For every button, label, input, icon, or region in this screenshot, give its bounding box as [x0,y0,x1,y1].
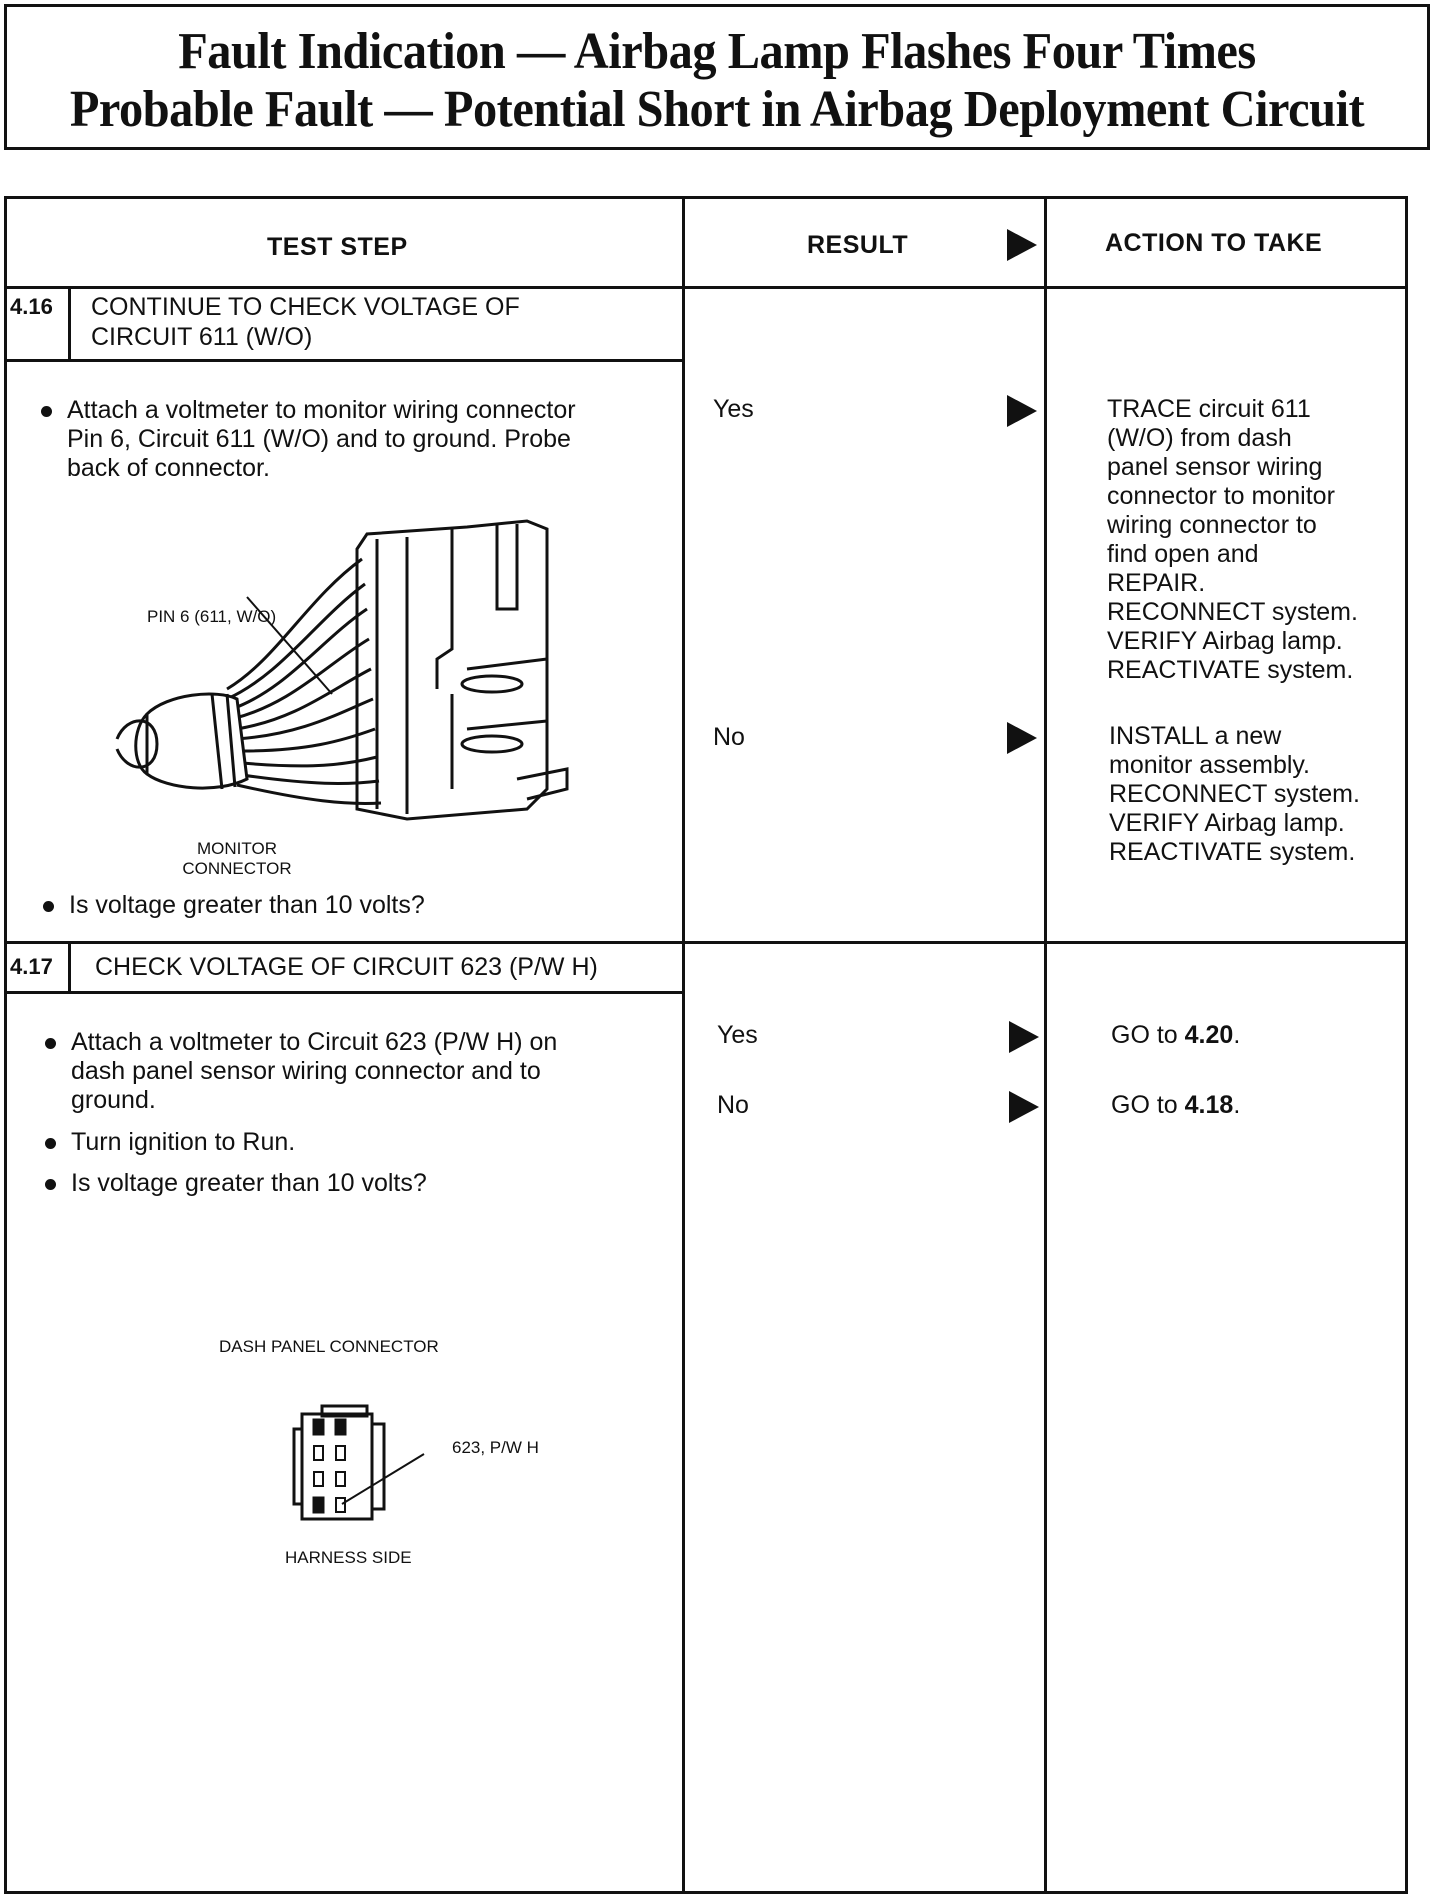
arrow-right-icon [1007,722,1037,754]
dash-panel-connector-title: DASH PANEL CONNECTOR [219,1337,439,1356]
arrow-right-icon [1007,395,1037,427]
step-title: CHECK VOLTAGE OF CIRCUIT 623 (P/W H) [95,953,598,981]
step-number: 4.17 [7,944,71,991]
step-4-16-action-no: INSTALL a new monitor assembly. RECONNEC… [1109,722,1360,866]
bullet-icon [45,1038,56,1049]
page-title-box: Fault Indication — Airbag Lamp Flashes F… [4,4,1430,150]
monitor-connector-caption: MONITOR CONNECTOR [182,839,292,878]
bullet-icon [45,1179,56,1190]
header-divider [7,286,1405,289]
diagnostic-table: TEST STEP RESULT ACTION TO TAKE 4.16 CON… [4,196,1408,1894]
step-4-16-bullet-1: Attach a voltmeter to monitor wiring con… [41,396,667,483]
step-4-17-bullet-2: Turn ignition to Run. [45,1128,671,1157]
step-4-16-result-no: No [713,723,745,751]
step-4-16-result-yes: Yes [713,395,754,423]
step-4-17-header: 4.17 CHECK VOLTAGE OF CIRCUIT 623 (P/W H… [7,944,683,994]
step-4-17-action-no: GO to 4.18. [1111,1091,1241,1119]
harness-side-caption: HARNESS SIDE [285,1548,412,1567]
arrow-right-icon [1009,1021,1039,1053]
step-divider [7,941,1405,944]
column-divider-test-result [682,199,685,1891]
header-test-step: TEST STEP [267,233,408,261]
header-arrow-icon [1007,229,1037,261]
step-4-16-header: 4.16 CONTINUE TO CHECK VOLTAGE OF CIRCUI… [7,286,683,362]
step-4-17-bullet-1: Attach a voltmeter to Circuit 623 (P/W H… [45,1028,671,1115]
step-reference-link[interactable]: 4.18 [1184,1091,1234,1119]
step-4-17-bullet-3: Is voltage greater than 10 volts? [45,1169,671,1198]
dash-panel-connector-figure [292,1404,425,1521]
step-4-17-result-no: No [717,1091,749,1119]
title-probable-fault: Probable Fault — Potential Short in Airb… [69,81,1365,138]
step-4-16-bullet-2: Is voltage greater than 10 volts? [69,891,425,919]
pin-623-label: 623, P/W H [452,1438,539,1457]
monitor-connector-figure [115,519,569,821]
arrow-right-icon [1009,1091,1039,1123]
step-reference-link[interactable]: 4.20 [1184,1021,1234,1049]
column-divider-result-action [1044,199,1047,1891]
step-4-17-result-yes: Yes [717,1021,758,1049]
step-4-17-action-yes: GO to 4.20. [1111,1021,1241,1049]
title-fault-indication: Fault Indication — Airbag Lamp Flashes F… [178,23,1256,80]
step-number: 4.16 [7,286,71,359]
pin-6-label: PIN 6 (611, W/O) [147,607,277,626]
header-action-to-take: ACTION TO TAKE [1105,229,1323,257]
header-result: RESULT [807,231,909,259]
bullet-icon [45,1138,56,1149]
bullet-icon [41,406,52,417]
bullet-icon [43,901,54,912]
step-title: CONTINUE TO CHECK VOLTAGE OF CIRCUIT 611… [91,293,520,351]
step-4-16-action-yes: TRACE circuit 611 (W/O) from dash panel … [1107,395,1358,684]
